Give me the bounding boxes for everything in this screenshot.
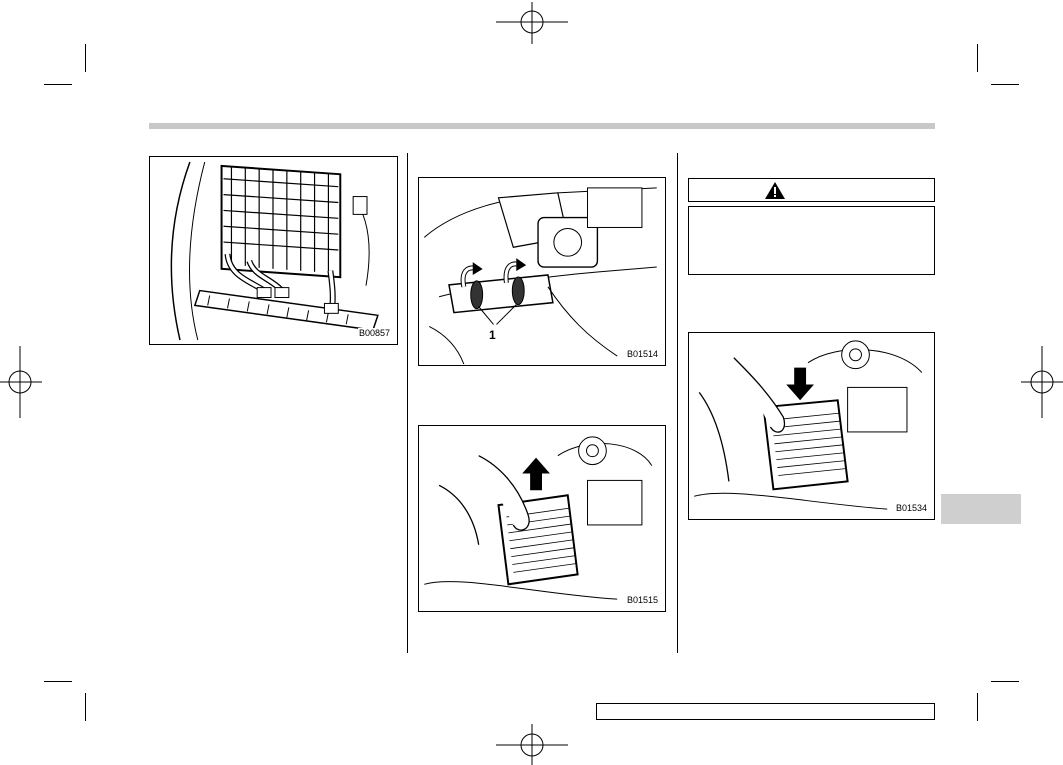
install-element-illustration bbox=[694, 340, 923, 510]
figure-duct-clamps: 1 B01514 bbox=[418, 177, 666, 366]
figure-code: B01534 bbox=[894, 503, 928, 513]
figure-code: B01514 bbox=[625, 349, 659, 359]
duct-clamps-illustration bbox=[423, 187, 657, 365]
warning-box bbox=[688, 206, 935, 275]
registration-mark-left bbox=[0, 346, 42, 418]
callout-number: 1 bbox=[489, 328, 496, 342]
section-tab bbox=[941, 494, 1021, 524]
warning-triangle-icon bbox=[765, 182, 785, 199]
figure-remove-element: B01515 bbox=[418, 425, 666, 612]
figure-air-cleaner-clips: B00857 bbox=[149, 156, 398, 345]
header-bar bbox=[149, 123, 935, 129]
air-cleaner-clips-illustration bbox=[170, 161, 379, 341]
column-divider-2 bbox=[677, 153, 678, 653]
remove-element-illustration bbox=[424, 436, 653, 600]
footer-box bbox=[596, 703, 935, 720]
warning-header bbox=[688, 178, 935, 202]
figure-code: B00857 bbox=[357, 328, 391, 338]
figure-code: B01515 bbox=[625, 595, 659, 605]
registration-mark-top bbox=[496, 2, 568, 44]
figure-install-element: B01534 bbox=[688, 332, 935, 520]
column-divider-1 bbox=[407, 153, 408, 653]
registration-mark-right bbox=[1021, 346, 1063, 418]
registration-mark-bottom bbox=[496, 724, 568, 765]
